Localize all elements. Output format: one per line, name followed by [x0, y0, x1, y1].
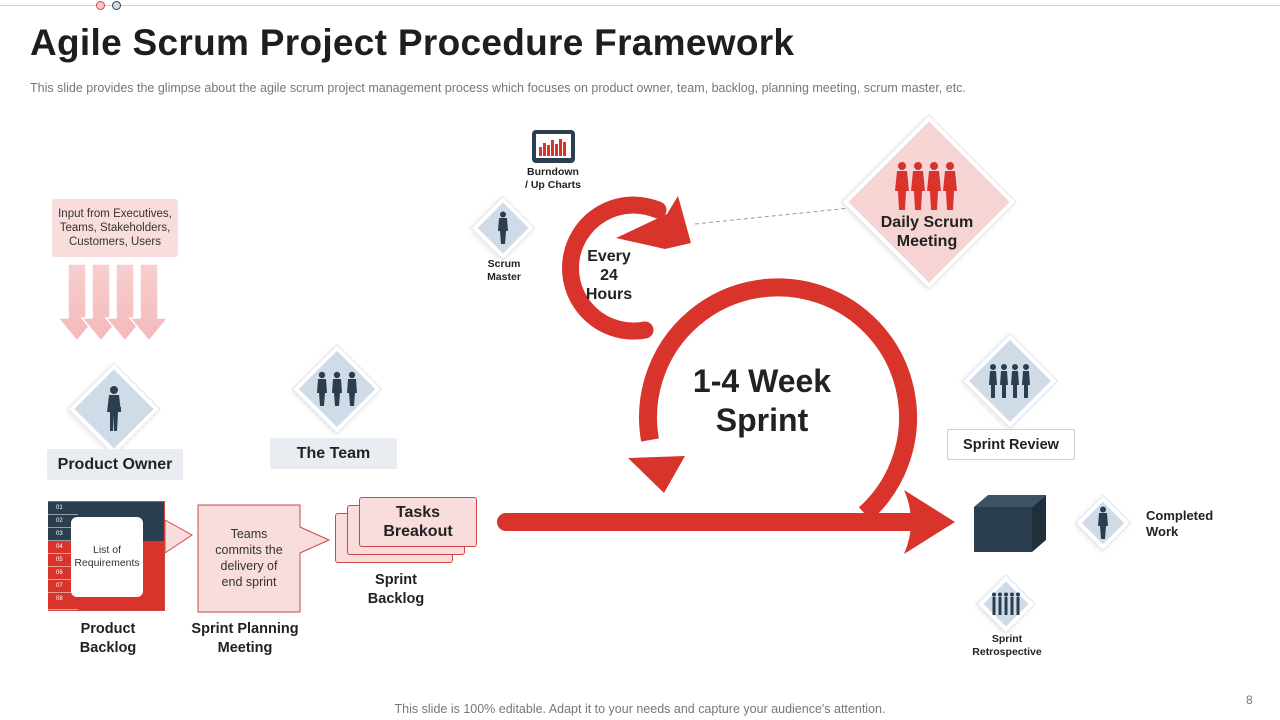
- retrospective-label: Sprint Retrospective: [956, 633, 1058, 659]
- burndown-chart-icon: [532, 130, 575, 163]
- footer-note: This slide is 100% editable. Adapt it to…: [394, 702, 886, 716]
- planning-note: Teams commits the delivery of end sprint: [198, 526, 300, 590]
- retrospective-line-1: Sprint: [991, 633, 1023, 645]
- sprint-backlog-line-1: Sprint: [375, 572, 417, 588]
- product-backlog-label: Product Backlog: [58, 620, 158, 658]
- daily-scrum-label: Daily Scrum Meeting: [862, 213, 992, 251]
- input-line-2: Teams, Stakeholders,: [59, 222, 171, 234]
- team-icon: [317, 371, 357, 406]
- person-icon: [1098, 506, 1108, 539]
- backlog-row: 06: [48, 567, 78, 580]
- backlog-row: 03: [48, 528, 78, 541]
- hours-number: 24: [600, 267, 618, 284]
- backlog-row: 08: [48, 593, 78, 610]
- daily-scrum-line-1: Daily Scrum: [880, 214, 974, 231]
- completed-work-label: Completed Work: [1146, 508, 1213, 540]
- backlog-row: 02: [48, 515, 78, 528]
- hours-line: Hours: [585, 286, 633, 303]
- daily-loop-arc: [562, 196, 667, 340]
- requirements-line-1: List of: [92, 544, 121, 556]
- completed-work-line-1: Completed: [1146, 508, 1214, 523]
- page-title: Agile Scrum Project Procedure Framework: [30, 22, 795, 63]
- daily-loop-arrowhead: [616, 196, 691, 249]
- sprint-duration-label: 1-4 Week Sprint: [660, 362, 864, 440]
- scrum-master-label: Scrum Master: [474, 258, 534, 284]
- backlog-row: 01: [48, 502, 78, 515]
- requirements-card: List of Requirements: [71, 517, 143, 597]
- product-backlog-line-1: Product: [80, 621, 136, 637]
- sprint-review-people-icon: [989, 364, 1030, 398]
- stakeholder-input-box: Input from Executives, Teams, Stakeholde…: [52, 199, 178, 257]
- sprint-planning-line-2: Meeting: [217, 639, 273, 656]
- every-line: Every: [587, 248, 631, 265]
- input-line-1: Input from Executives,: [58, 208, 172, 220]
- planning-bubble: [197, 504, 331, 613]
- businesswoman-icon: [107, 386, 121, 431]
- requirements-line-2: Requirements: [74, 557, 140, 569]
- input-line-3: Customers, Users: [68, 236, 162, 248]
- sprint-review-label: Sprint Review: [947, 429, 1075, 460]
- backlog-row: 04: [48, 541, 78, 554]
- product-backlog-line-2: Backlog: [79, 639, 137, 656]
- page-number: 8: [1246, 693, 1253, 707]
- input-down-arrows-icon: [56, 263, 170, 343]
- backlog-row: 05: [48, 554, 78, 567]
- daily-scrum-line-2: Meeting: [896, 233, 958, 250]
- every-24-hours-label: Every 24 Hours: [568, 247, 650, 304]
- sprint-backlog-label: Sprint Backlog: [346, 571, 446, 609]
- planning-note-line-2: commits the: [215, 543, 283, 557]
- planning-note-line-4: end sprint: [221, 575, 277, 589]
- scrum-master-line-2: Master: [487, 271, 521, 283]
- completed-work-cube-icon: [974, 495, 1046, 552]
- retrospective-people-icon: [992, 592, 1020, 615]
- planning-note-line-1: Teams: [230, 527, 268, 541]
- scrum-master-line-1: Scrum: [487, 258, 521, 270]
- team-label: The Team: [270, 438, 397, 469]
- backlog-row: 07: [48, 580, 78, 593]
- tasks-breakout-card: Tasks Breakout: [359, 497, 477, 547]
- burndown-line-1: Burndown: [527, 166, 579, 178]
- product-owner-label: Product Owner: [47, 449, 183, 480]
- backlog-pointer: [164, 519, 193, 554]
- tasks-line-1: Tasks: [395, 504, 441, 521]
- scrum-master-icon: [498, 211, 508, 244]
- daily-scrum-people-icon: [895, 162, 957, 210]
- sprint-backlog-line-2: Backlog: [367, 590, 425, 607]
- sprint-line-1: 1-4 Week: [692, 363, 832, 399]
- sprint-loop-arrowhead: [628, 456, 685, 493]
- daily-scrum-connector: [694, 207, 851, 225]
- tasks-line-2: Breakout: [383, 523, 453, 540]
- sprint-loop-arc: [639, 278, 917, 521]
- top-rule: [0, 5, 1280, 6]
- completed-work-line-2: Work: [1146, 524, 1179, 539]
- burndown-line-2: / Up Charts: [524, 179, 581, 191]
- page-subtitle: This slide provides the glimpse about th…: [30, 81, 966, 95]
- sprint-line-2: Sprint: [715, 402, 809, 438]
- pink-dot-icon: [96, 1, 105, 10]
- burndown-label: Burndown / Up Charts: [508, 166, 598, 192]
- blue-dot-icon: [112, 1, 121, 10]
- main-flow-arrowhead: [904, 490, 955, 554]
- planning-note-line-3: delivery of: [220, 559, 278, 573]
- sprint-planning-line-1: Sprint Planning: [191, 621, 299, 637]
- sprint-planning-label: Sprint Planning Meeting: [180, 620, 310, 658]
- retrospective-line-2: Retrospective: [972, 646, 1042, 658]
